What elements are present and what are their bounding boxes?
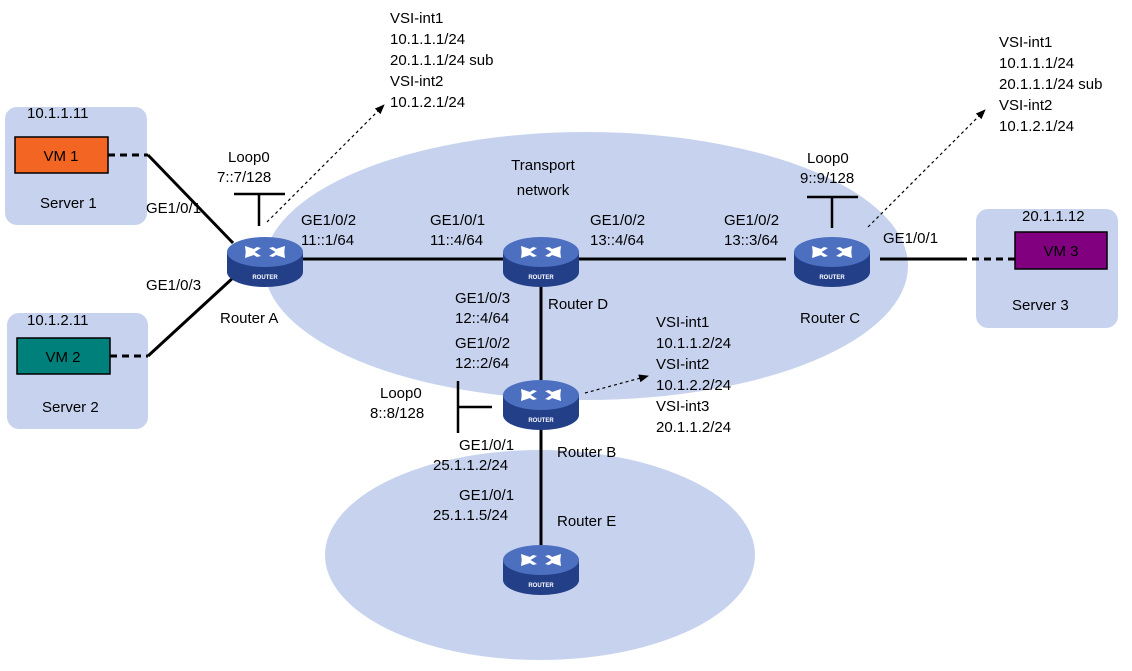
router-d-ge102-ip: 13::4/64 bbox=[590, 232, 644, 249]
router-b-vsi-line-5: VSI-int3 bbox=[656, 398, 709, 415]
link-a-vm2 bbox=[146, 274, 237, 358]
server-1-ip: 10.1.1.11 bbox=[27, 105, 88, 122]
transport-network-label-line2: network bbox=[517, 182, 570, 199]
router-c-ge102-ip: 13::3/64 bbox=[724, 232, 778, 249]
router-b-ge102-ip: 12::2/64 bbox=[455, 355, 509, 372]
server-3-ip: 20.1.1.12 bbox=[1022, 208, 1085, 225]
router-a-ge102-ip: 11::1/64 bbox=[301, 232, 354, 249]
router-c-sub: ROUTER bbox=[819, 275, 845, 281]
transport-network-cloud bbox=[264, 132, 908, 400]
server-2-ip: 10.1.2.11 bbox=[27, 312, 88, 329]
router-b-vsi-line-1: VSI-int1 bbox=[656, 314, 709, 331]
server-2-name: Server 2 bbox=[42, 399, 99, 416]
router-a-vsi-line-1: VSI-int1 bbox=[390, 10, 443, 27]
router-d-ge102-label: GE1/0/2 bbox=[590, 212, 645, 229]
router-c-name: Router C bbox=[800, 310, 860, 327]
router-a-sub: ROUTER bbox=[252, 275, 278, 281]
vm3-label: VM 3 bbox=[1043, 243, 1078, 260]
router-b-vsi-arrow bbox=[584, 374, 649, 394]
router-a-ge101-label: GE1/0/1 bbox=[146, 200, 201, 217]
router-c-ge101-label: GE1/0/1 bbox=[883, 230, 938, 247]
router-b-ge102-label: GE1/0/2 bbox=[455, 335, 510, 352]
router-c-ge102-label: GE1/0/2 bbox=[724, 212, 779, 229]
vm1-label: VM 1 bbox=[43, 148, 78, 165]
router-b-vsi-line-3: VSI-int2 bbox=[656, 356, 709, 373]
router-a-name: Router A bbox=[220, 310, 278, 327]
router-e-name: Router E bbox=[557, 513, 616, 530]
router-e-ge101-label: GE1/0/1 bbox=[459, 487, 514, 504]
router-c-vsi-line-5: 10.1.2.1/24 bbox=[999, 118, 1074, 135]
router-b-sub: ROUTER bbox=[528, 418, 554, 424]
router-d-sub: ROUTER bbox=[528, 275, 554, 281]
router-c-vsi-arrow bbox=[867, 109, 986, 228]
router-a-ge103-label: GE1/0/3 bbox=[146, 277, 201, 294]
vm1-box bbox=[14, 136, 109, 174]
router-e-sub: ROUTER bbox=[528, 583, 554, 589]
router-a-icon: ROUTER bbox=[227, 237, 303, 287]
router-a-loop-label: Loop0 bbox=[228, 149, 270, 166]
router-c-vsi-line-2: 10.1.1.1/24 bbox=[999, 55, 1074, 72]
vm2-label: VM 2 bbox=[45, 349, 80, 366]
router-d-ge103-label: GE1/0/3 bbox=[455, 290, 510, 307]
router-b-vsi-line-6: 20.1.1.2/24 bbox=[656, 419, 731, 436]
link-a-vm1 bbox=[146, 153, 235, 245]
router-d-name: Router D bbox=[548, 296, 608, 313]
router-b-loop-label: Loop0 bbox=[380, 385, 422, 402]
router-c-vsi-line-1: VSI-int1 bbox=[999, 34, 1052, 51]
router-c-loop-ip: 9::9/128 bbox=[800, 170, 854, 187]
server-3-name: Server 3 bbox=[1012, 297, 1069, 314]
router-a-vsi-line-3: 20.1.1.1/24 sub bbox=[390, 52, 493, 69]
transport-network-label-line1: Transport bbox=[511, 157, 575, 174]
router-d-ge101-label: GE1/0/1 bbox=[430, 212, 485, 229]
vm2-box bbox=[16, 337, 111, 375]
router-d-ge103-ip: 12::4/64 bbox=[455, 310, 509, 327]
router-c-vsi-line-3: 20.1.1.1/24 sub bbox=[999, 76, 1102, 93]
router-c-vsi-line-4: VSI-int2 bbox=[999, 97, 1052, 114]
router-b-ge101-label: GE1/0/1 bbox=[459, 437, 514, 454]
router-e-ge101-ip: 25.1.1.5/24 bbox=[433, 507, 508, 524]
router-b-loop-ip: 8::8/128 bbox=[370, 405, 424, 422]
router-a-vsi-line-5: 10.1.2.1/24 bbox=[390, 94, 465, 111]
router-a-loop-ip: 7::7/128 bbox=[217, 169, 271, 186]
router-c-icon: ROUTER bbox=[794, 237, 870, 287]
router-b-ge101-ip: 25.1.1.2/24 bbox=[433, 457, 508, 474]
router-e-icon: ROUTER bbox=[503, 545, 579, 595]
router-d-ge101-ip: 11::4/64 bbox=[430, 232, 483, 249]
router-a-vsi-line-4: VSI-int2 bbox=[390, 73, 443, 90]
router-b-vsi-line-4: 10.1.2.2/24 bbox=[656, 377, 731, 394]
router-b-icon: ROUTER bbox=[503, 380, 579, 430]
router-a-ge102-label: GE1/0/2 bbox=[301, 212, 356, 229]
router-d-icon: ROUTER bbox=[503, 237, 579, 287]
router-b-vsi-line-2: 10.1.1.2/24 bbox=[656, 335, 731, 352]
router-a-vsi-line-2: 10.1.1.1/24 bbox=[390, 31, 465, 48]
vm3-box bbox=[1014, 231, 1108, 270]
router-b-name: Router B bbox=[557, 444, 616, 461]
router-c-loop-label: Loop0 bbox=[807, 150, 849, 167]
server-1-name: Server 1 bbox=[40, 195, 97, 212]
